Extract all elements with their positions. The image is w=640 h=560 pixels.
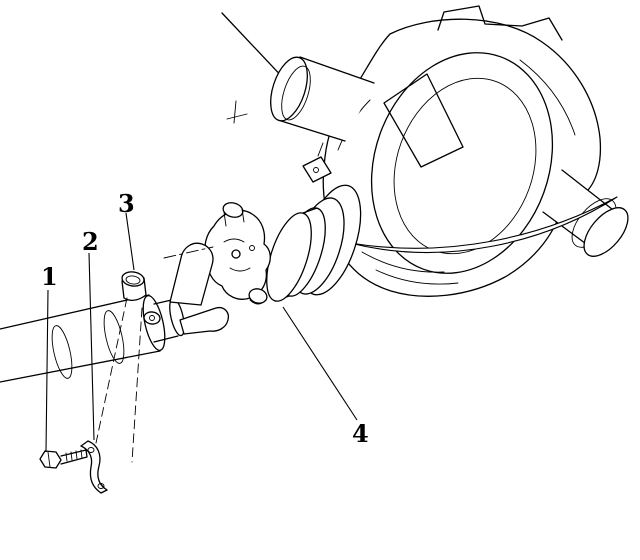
brake-line — [349, 196, 618, 253]
pinion-flange — [266, 184, 362, 302]
propeller-shaft — [0, 294, 185, 383]
u-joint-bolt — [39, 449, 88, 469]
callout-2-label: 2 — [82, 227, 99, 256]
callout-4-label: 4 — [352, 419, 369, 448]
callout-3: 3 — [118, 189, 135, 271]
right-axle-tube — [542, 169, 629, 257]
callout-2-leader — [88, 252, 95, 441]
callout-1: 1 — [41, 262, 58, 453]
flange-yoke — [204, 202, 271, 305]
propshaft-yoke — [143, 242, 230, 335]
callout-3-label: 3 — [118, 189, 135, 218]
callout-2: 2 — [82, 227, 99, 441]
callout-1-leader — [45, 289, 49, 453]
callout-1-label: 1 — [41, 262, 58, 291]
callout-4: 4 — [282, 306, 369, 448]
callouts: 1 2 3 4 — [41, 189, 369, 453]
callout-3-leader — [125, 212, 135, 271]
callout-4-leader — [282, 306, 358, 421]
centerlines — [95, 246, 214, 463]
left-axle-tube — [270, 56, 375, 142]
bearing-cap — [121, 271, 147, 302]
lower-bearing-cap — [248, 288, 268, 304]
bearing-retainer — [80, 440, 108, 494]
